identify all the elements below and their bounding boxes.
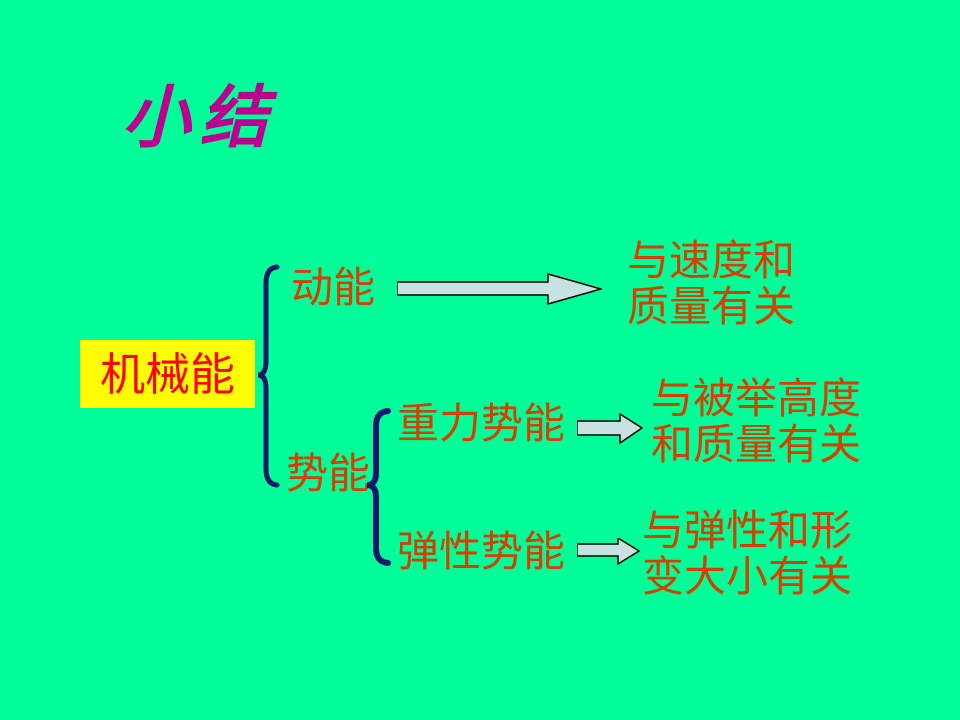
right-block-arrow-icon [577, 413, 643, 444]
node-potential-energy: 势能 [286, 450, 371, 497]
elastic-result-line1: 与弹性和形 [642, 507, 853, 554]
right-block-arrow-icon [577, 538, 640, 565]
kinetic-result-line2: 质量有关 [627, 283, 796, 330]
kinetic-result-text: 与速度和 质量有关 [627, 238, 795, 330]
node-elastic-potential-energy: 弹性势能 [397, 528, 566, 575]
gravity-result-line1: 与被举高度 [651, 375, 862, 422]
node-kinetic-energy: 动能 [291, 264, 376, 311]
curly-brace-icon [257, 264, 280, 488]
kinetic-result-line1: 与速度和 [627, 237, 796, 284]
elastic-result-line2: 变大小有关 [642, 553, 853, 600]
root-node-mechanical-energy: 机械能 [80, 340, 255, 408]
elastic-result-text: 与弹性和形 变大小有关 [642, 508, 852, 600]
right-block-arrow-icon [397, 273, 602, 305]
gravity-result-text: 与被举高度 和质量有关 [651, 376, 861, 468]
curly-brace-icon [366, 408, 391, 566]
root-node-label: 机械能 [99, 348, 235, 400]
node-gravitational-potential-energy: 重力势能 [397, 400, 566, 447]
gravity-result-line2: 和质量有关 [651, 421, 862, 468]
slide-title: 小结 [122, 80, 279, 156]
